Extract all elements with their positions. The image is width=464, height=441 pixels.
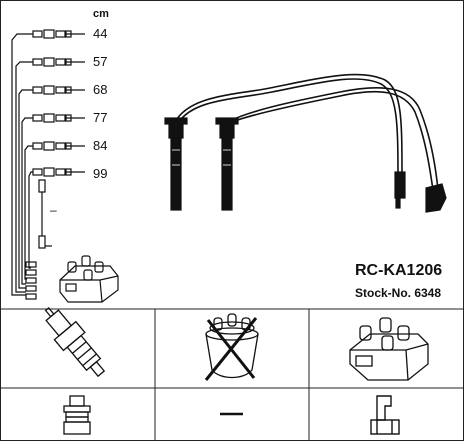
length-label-4: 77 (93, 110, 108, 125)
cable-boots (164, 117, 447, 213)
lead-connectors (32, 29, 85, 177)
stock-number: Stock-No. 6348 (355, 286, 442, 300)
length-unit: cm (93, 8, 109, 20)
length-label-2: 57 (93, 54, 108, 69)
distributor-cap-crossed-icon (204, 313, 259, 381)
length-label-5: 84 (93, 138, 108, 153)
plug-boot-icon (63, 395, 91, 435)
length-label-6: 99 (93, 166, 108, 181)
short-lead (38, 179, 52, 249)
length-label-1: 44 (93, 26, 108, 41)
coil-terminal-icon (370, 395, 400, 435)
spark-plug-icon (44, 307, 106, 378)
parts-grid (0, 308, 464, 441)
length-label-3: 68 (93, 82, 108, 97)
dash-mark-small: – (50, 203, 57, 217)
schematic-coil-terminals (25, 261, 37, 300)
schematic-coil-icon (59, 255, 119, 303)
ignition-cables (174, 73, 439, 191)
ignition-coil-icon (349, 317, 429, 381)
part-number: RC-KA1206 (355, 262, 443, 279)
wire-schematic (11, 33, 33, 296)
